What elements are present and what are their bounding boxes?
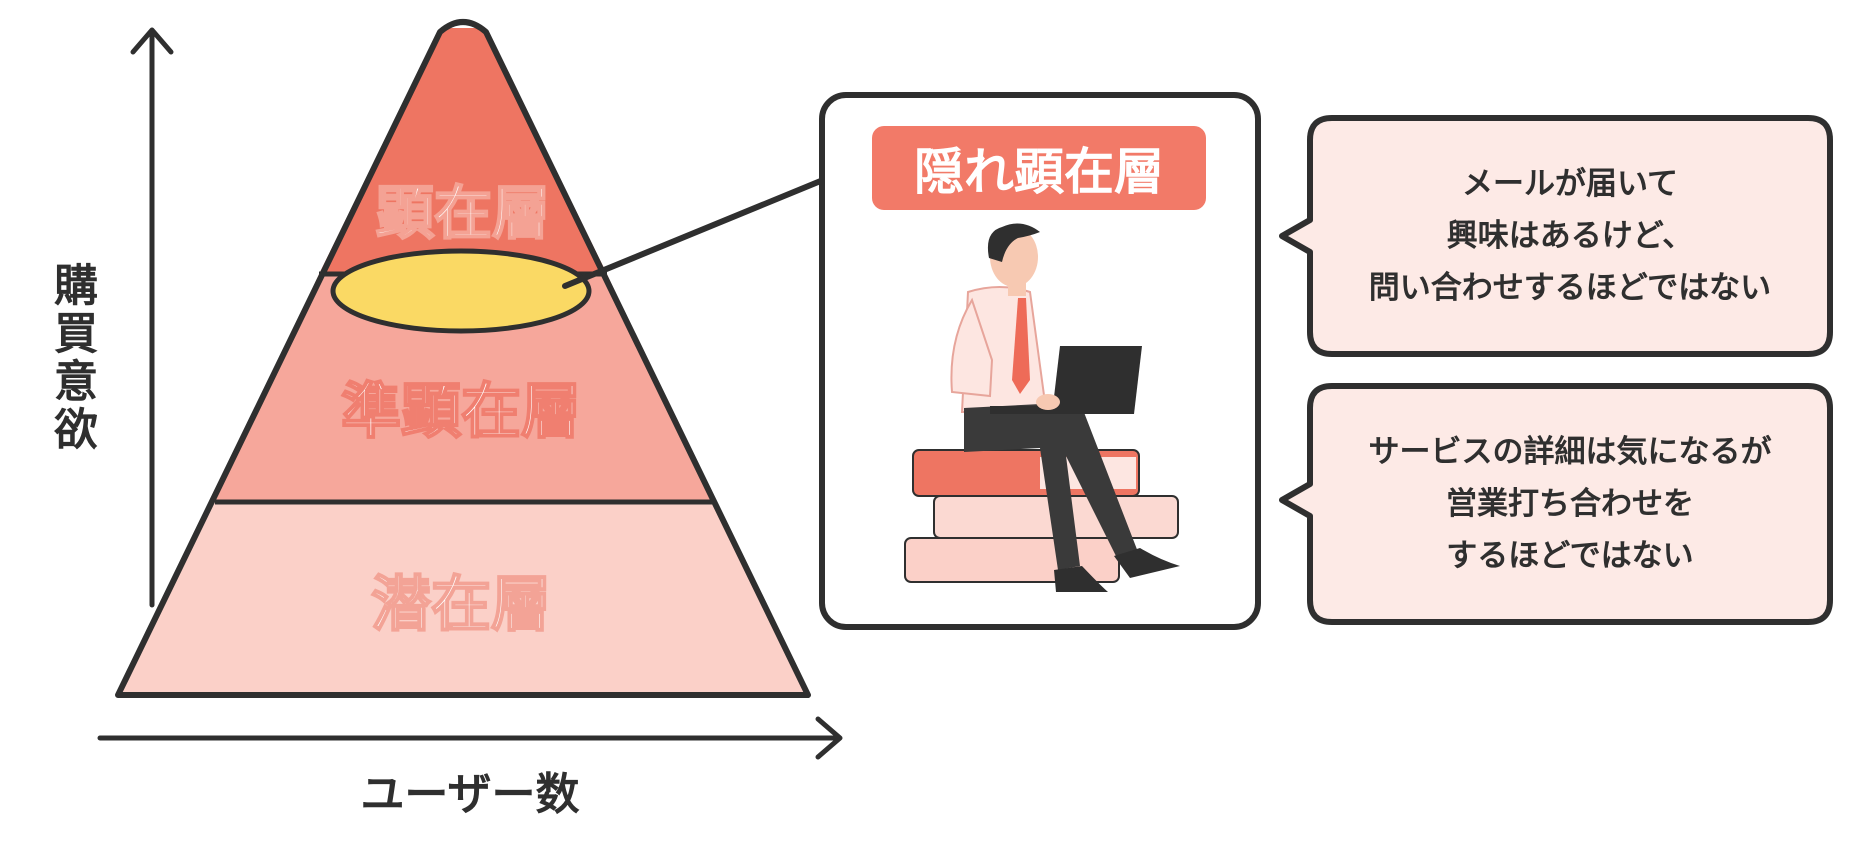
y-axis-arrowhead [130,27,174,55]
pyramid-layer-middle [215,274,712,502]
layer-label-top: 顕在層 [376,179,550,247]
y-axis-label: 購買意欲 [46,262,97,454]
person-with-laptop-illustration [904,223,1180,592]
layer-label-bottom: 潜在層 [371,570,551,640]
pyramid-outline [115,19,811,698]
pyramid-layer-bottom [118,502,808,695]
speech-bubble-2-text: サービスの詳細は気になるが 営業打ち合わせを するほどではない [1368,434,1772,574]
detail-card-title-badge [872,126,1206,210]
detail-card-title: 隠れ顕在層 [914,143,1164,201]
pyramid-layer-top [319,28,607,274]
connector-line [562,177,826,289]
x-axis-arrowhead [815,716,843,760]
speech-bubble-2-shape [1279,383,1833,625]
layer-label-middle: 準顕在層 [341,377,581,447]
speech-bubble-2: サービスの詳細は気になるが 営業打ち合わせを するほどではない [1308,386,1832,622]
speech-bubble-1: メールが届いて 興味はあるけど、 問い合わせするほどではない [1308,118,1832,354]
speech-bubble-1-text: メールが届いて 興味はあるけど、 問い合わせするほどではない [1368,166,1772,306]
x-axis-label: ユーザー数 [360,769,580,820]
speech-bubble-1-shape [1279,115,1833,357]
hidden-layer-ellipse [330,248,592,334]
